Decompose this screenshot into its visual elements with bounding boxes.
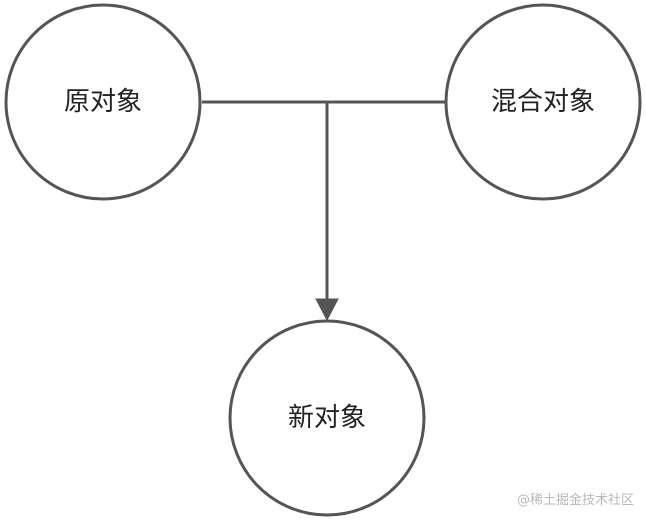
arrowhead-down [315, 298, 339, 322]
node-source: 原对象 [4, 3, 202, 201]
node-mixin-circle [444, 3, 642, 201]
node-result-label: 新对象 [288, 403, 366, 433]
node-result-circle [228, 319, 426, 517]
node-source-label: 原对象 [64, 87, 142, 117]
node-mixin-label: 混合对象 [491, 87, 595, 117]
node-source-circle [4, 3, 202, 201]
node-mixin: 混合对象 [444, 3, 642, 201]
watermark: @稀土掘金技术社区 [516, 493, 634, 508]
node-result: 新对象 [228, 319, 426, 517]
